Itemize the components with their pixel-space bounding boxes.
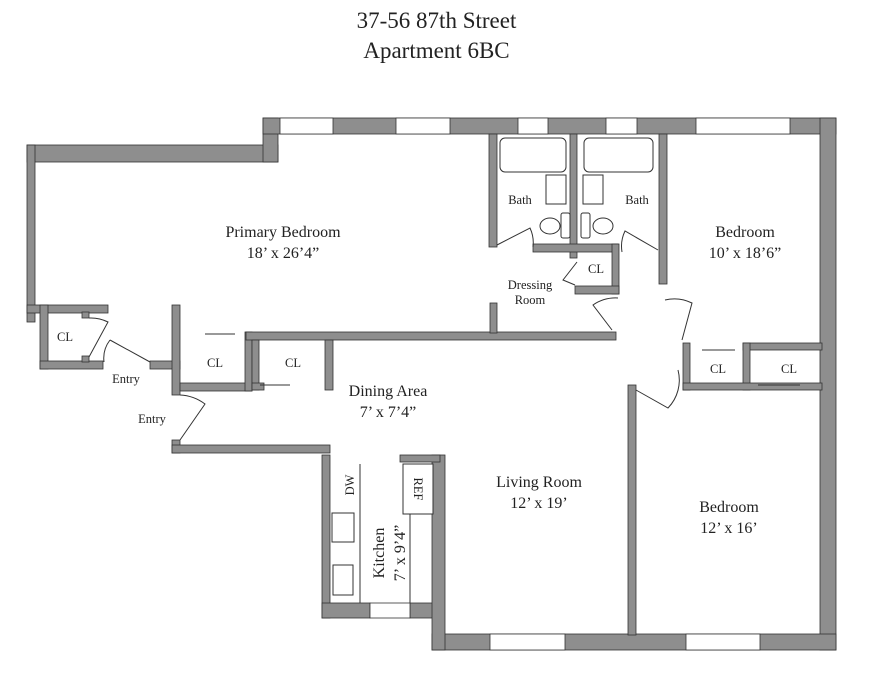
dressing-room-label-2: Room (515, 293, 546, 307)
unit-title: Apartment 6BC (363, 38, 510, 63)
address-title: 37-56 87th Street (356, 8, 517, 33)
dressing-room-label-1: Dressing (508, 278, 553, 292)
closet-label: CL (710, 362, 726, 376)
primary-bedroom-name: Primary Bedroom (225, 224, 341, 241)
windows (279, 117, 791, 651)
primary-bedroom-size: 18’ x 26’4” (247, 245, 320, 262)
doors (88, 227, 800, 441)
bath-2-label: Bath (625, 193, 649, 207)
fixtures (331, 137, 654, 603)
entry-2-label: Entry (138, 412, 167, 426)
dishwasher-label: DW (343, 474, 357, 495)
living-size: 12’ x 19’ (510, 495, 567, 512)
bedroom-1-name: Bedroom (715, 224, 775, 241)
kitchen-name: Kitchen (371, 528, 388, 579)
dining-name: Dining Area (349, 383, 428, 400)
bedroom-2-size: 12’ x 16’ (700, 520, 757, 537)
dining-size: 7’ x 7’4” (360, 404, 417, 421)
refrigerator-label: REF (411, 478, 425, 501)
bedroom-2-name: Bedroom (699, 499, 759, 516)
closet-label: CL (57, 330, 73, 344)
bedroom-1-size: 10’ x 18’6” (709, 245, 782, 262)
closet-label: CL (781, 362, 797, 376)
living-name: Living Room (496, 474, 582, 491)
closet-label: CL (285, 356, 301, 370)
bath-1-label: Bath (508, 193, 532, 207)
closet-label: CL (588, 262, 604, 276)
entry-1-label: Entry (112, 372, 141, 386)
kitchen-size: 7’ x 9’4” (392, 525, 409, 582)
closet-label: CL (207, 356, 223, 370)
walls (26, 117, 837, 651)
